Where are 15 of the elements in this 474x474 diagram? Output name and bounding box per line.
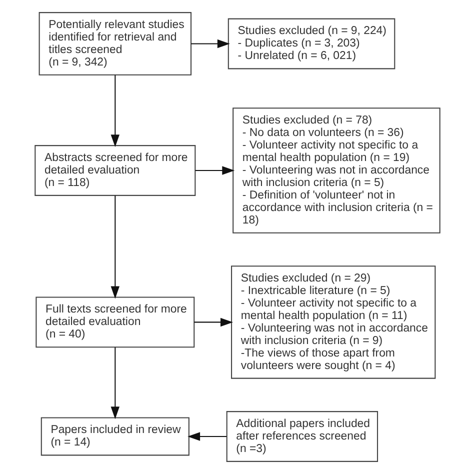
- node-box: Papers included in review (n = 14): [40, 417, 189, 456]
- node-box: Studies excluded (n = 78) - No data on volunteers (n = 36) - Volunteer activity not specific to a mental health population (n = 19) - Volunteering was not in accordance with inclusion criteria (n = 5) - Definition of 'volunteer' not in accordance with inclusion criteria (n = 18): [232, 108, 440, 234]
- arrow: [110, 347, 120, 420]
- arrow: [194, 318, 232, 327]
- node-box: Studies excluded (n = 9, 224) - Duplicates (n = 3, 203) - Unrelated (n = 6, 021): [227, 18, 395, 70]
- arrow: [194, 166, 234, 175]
- node-box: Additional papers included after references screened (n =3): [226, 411, 378, 462]
- arrow: [190, 39, 230, 48]
- arrow: [110, 196, 120, 299]
- node-box: Studies excluded (n = 29) - Inextricable literature (n = 5) - Volunteer activity not specific to a mental health population (n = 11) - Volunteering was not in accordance with inclusion criteria (n = 9) -The views of those apart from volunteers were sought (n = 4): [230, 266, 436, 379]
- arrow: [187, 432, 226, 441]
- node-box: Potentially relevant studies identified for retrieval and titles screened (n = 9, 342): [38, 12, 192, 76]
- node-box: Abstracts screened for more detailed evaluation (n = 118): [34, 145, 196, 196]
- node-box: Full texts screened for more detailed evaluation (n = 40): [35, 296, 194, 348]
- arrow: [110, 75, 120, 148]
